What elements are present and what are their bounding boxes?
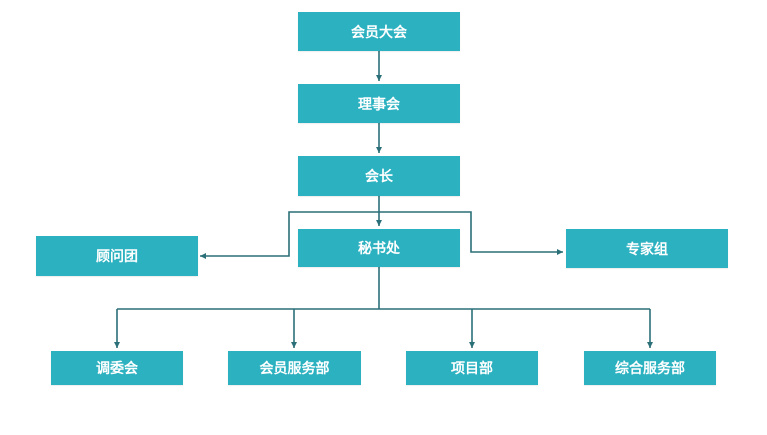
node-expert-group: 专家组: [566, 229, 728, 268]
node-secretariat: 秘书处: [298, 229, 460, 267]
node-general-services-dept: 综合服务部: [584, 351, 716, 385]
arrow-to-advisory-group: [200, 211, 379, 259]
node-member-services-dept: 会员服务部: [228, 351, 361, 385]
node-mediation-committee: 调委会: [51, 351, 183, 385]
node-president: 会长: [298, 156, 460, 196]
node-project-dept: 项目部: [406, 351, 538, 385]
node-general-assembly: 会员大会: [298, 12, 460, 51]
node-council: 理事会: [298, 84, 460, 123]
node-advisory-group: 顾问团: [36, 236, 198, 276]
arrow-to-expert-group: [379, 211, 563, 255]
